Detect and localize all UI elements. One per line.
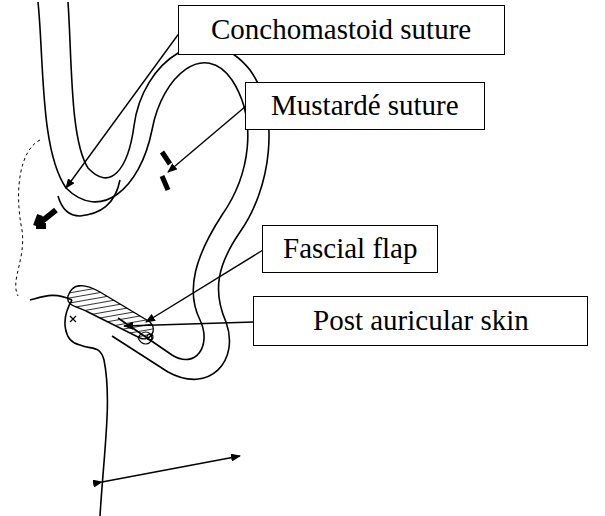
label-text: Fascial flap [283,232,417,265]
label-text: Post auricular skin [313,304,529,337]
force-arrow [36,210,56,226]
label-box: Conchomastoid suture [178,5,505,55]
fascial-flap [68,286,154,339]
dimension-arrow [102,456,240,482]
mastoid-skin [30,295,107,516]
label-box: Post auricular skin [253,296,588,346]
label-box: Mustardé suture [245,82,485,130]
ear-cartilage [38,2,269,379]
label-text: Conchomastoid suture [211,13,471,46]
label-text: Mustardé suture [271,89,459,122]
leader-lines [66,32,263,326]
label-box: Fascial flap [262,225,438,273]
sutures [70,316,153,344]
